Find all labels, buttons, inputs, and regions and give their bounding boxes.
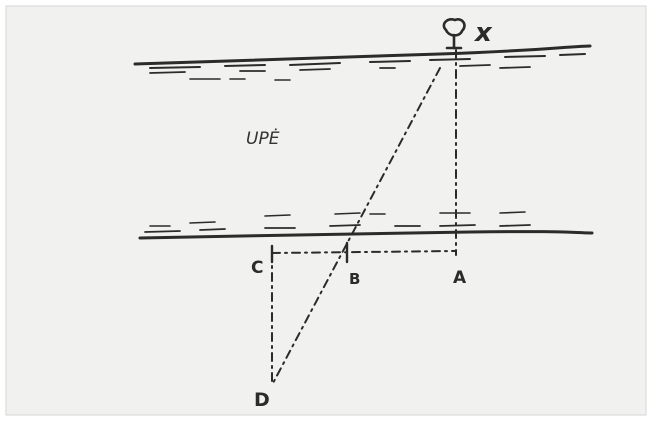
lower-riverbank — [138, 211, 594, 240]
paper-background — [5, 5, 647, 416]
river-label: UPĖ — [246, 128, 280, 149]
label-c: C — [251, 258, 263, 278]
line-c-to-a — [271, 250, 457, 254]
label-d: D — [254, 389, 270, 411]
label-b: B — [349, 270, 360, 288]
measurement-lines — [271, 49, 457, 386]
label-tree: x — [473, 18, 493, 48]
label-a: A — [453, 268, 467, 288]
upper-riverbank — [133, 44, 592, 81]
line-tree-to-d — [271, 67, 441, 386]
tree-icon — [442, 18, 466, 50]
